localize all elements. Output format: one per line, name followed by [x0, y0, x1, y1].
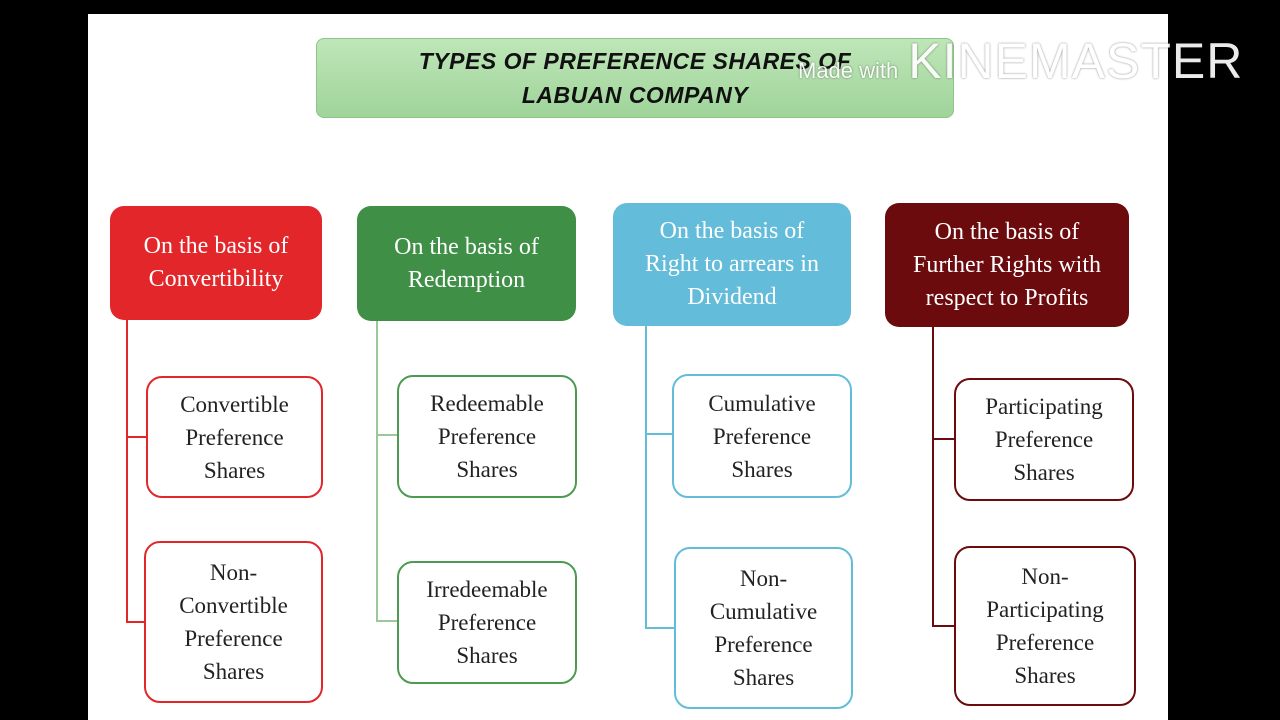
- watermark-brand: KINEMASTER: [908, 33, 1244, 89]
- connector-line: [932, 327, 934, 627]
- child-box-redeemable: Redeemable Preference Shares: [397, 375, 577, 498]
- category-heading-arrears: On the basis of Right to arrears in Divi…: [613, 203, 851, 326]
- child-box-non-convertible: Non- Convertible Preference Shares: [144, 541, 323, 703]
- connector-line: [126, 621, 144, 623]
- category-heading-profits: On the basis of Further Rights with resp…: [885, 203, 1129, 327]
- watermark-prefix: Made with: [798, 58, 899, 83]
- connector-line: [376, 620, 397, 622]
- connector-line: [376, 321, 378, 621]
- diagram-title-text: TYPES OF PREFERENCE SHARES OF LABUAN COM…: [418, 48, 852, 108]
- kinemaster-watermark: Made with KINEMASTER: [798, 32, 1243, 90]
- category-heading-convertibility: On the basis of Convertibility: [110, 206, 322, 320]
- connector-line: [645, 326, 647, 628]
- connector-line: [645, 627, 674, 629]
- child-box-participating: Participating Preference Shares: [954, 378, 1134, 501]
- connector-line: [126, 436, 146, 438]
- connector-line: [126, 320, 128, 622]
- child-box-convertible: Convertible Preference Shares: [146, 376, 323, 498]
- connector-line: [932, 625, 954, 627]
- child-box-cumulative: Cumulative Preference Shares: [672, 374, 852, 498]
- child-box-non-participating: Non- Participating Preference Shares: [954, 546, 1136, 706]
- diagram-title: TYPES OF PREFERENCE SHARES OF LABUAN COM…: [316, 38, 954, 118]
- child-box-irredeemable: Irredeemable Preference Shares: [397, 561, 577, 684]
- connector-line: [645, 433, 672, 435]
- child-box-non-cumulative: Non- Cumulative Preference Shares: [674, 547, 853, 709]
- connector-line: [932, 438, 954, 440]
- connector-line: [376, 434, 397, 436]
- category-heading-redemption: On the basis of Redemption: [357, 206, 576, 321]
